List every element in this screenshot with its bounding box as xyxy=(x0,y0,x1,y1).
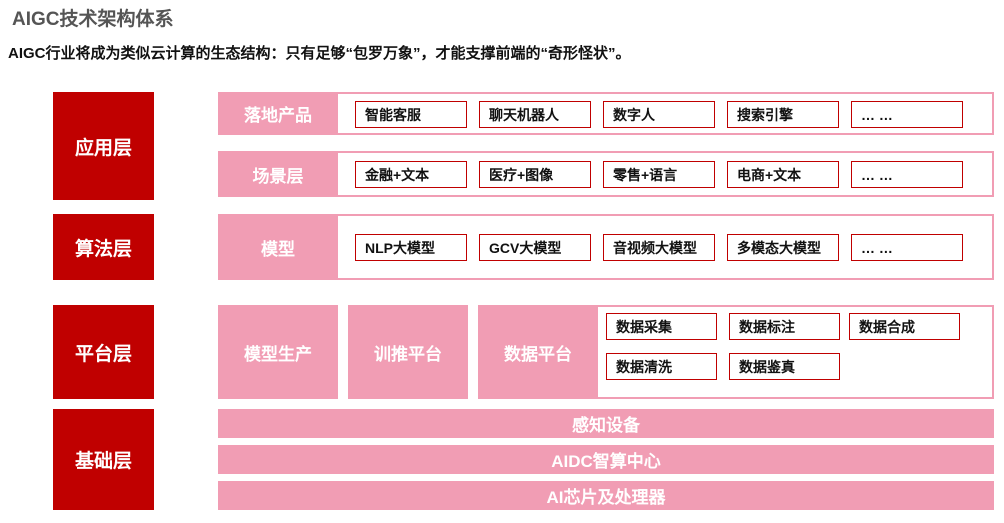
model-chip-more: … … xyxy=(851,234,963,261)
data-chip: 数据标注 xyxy=(729,313,840,340)
model-production-block: 模型生产 xyxy=(218,305,338,399)
scene-chip-more: … … xyxy=(851,161,963,188)
product-chip: 搜索引擎 xyxy=(727,101,839,128)
layer-platform: 平台层 xyxy=(53,305,154,399)
scene-chip: 电商+文本 xyxy=(727,161,839,188)
model-chip: NLP大模型 xyxy=(355,234,467,261)
layer-algorithm: 算法层 xyxy=(53,214,154,280)
model-chip: 多模态大模型 xyxy=(727,234,839,261)
product-chip: 数字人 xyxy=(603,101,715,128)
training-inference-block: 训推平台 xyxy=(348,305,468,399)
product-chip: 智能客服 xyxy=(355,101,467,128)
infra-bar-sensing: 感知设备 xyxy=(218,409,994,438)
infra-bar-chips: AI芯片及处理器 xyxy=(218,481,994,510)
layer-infrastructure: 基础层 xyxy=(53,409,154,510)
models-label: 模型 xyxy=(218,214,338,280)
product-chip: 聊天机器人 xyxy=(479,101,591,128)
page-subtitle: AIGC行业将成为类似云计算的生态结构：只有足够“包罗万象”，才能支撑前端的“奇… xyxy=(8,45,631,62)
scene-chip: 医疗+图像 xyxy=(479,161,591,188)
infra-bar-aidc: AIDC智算中心 xyxy=(218,445,994,474)
model-chip: GCV大模型 xyxy=(479,234,591,261)
scene-chip: 零售+语言 xyxy=(603,161,715,188)
data-platform-label: 数据平台 xyxy=(478,305,598,399)
data-chip: 数据清洗 xyxy=(606,353,717,380)
data-chip: 数据采集 xyxy=(606,313,717,340)
model-chip: 音视频大模型 xyxy=(603,234,715,261)
data-chip: 数据合成 xyxy=(849,313,960,340)
scene-chip: 金融+文本 xyxy=(355,161,467,188)
product-chip-more: … … xyxy=(851,101,963,128)
scenes-label: 场景层 xyxy=(218,151,338,197)
products-label: 落地产品 xyxy=(218,92,338,135)
data-chip: 数据鉴真 xyxy=(729,353,840,380)
page-title: AIGC技术架构体系 xyxy=(12,9,174,30)
layer-application: 应用层 xyxy=(53,92,154,200)
